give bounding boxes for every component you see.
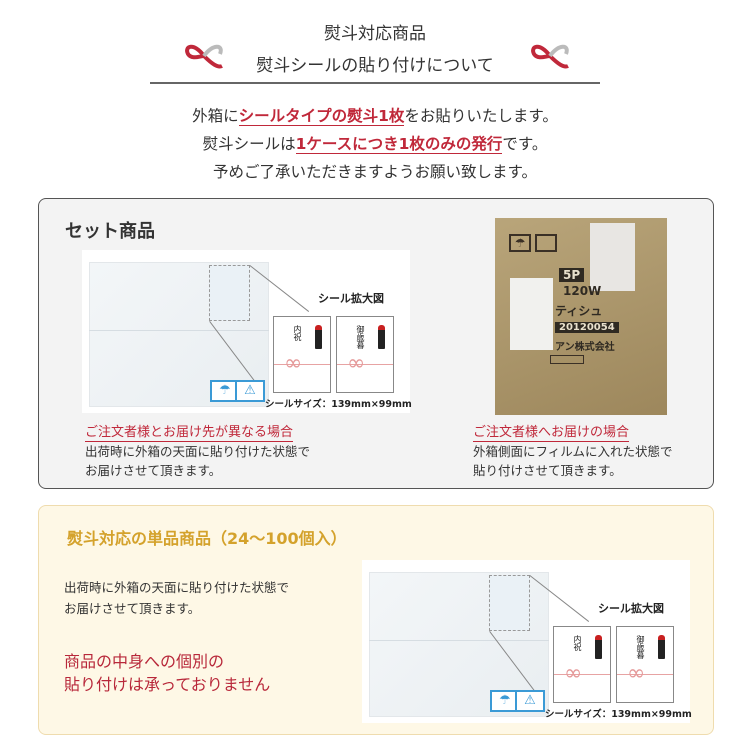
sticker-size: シールサイズ：139mm×99mm xyxy=(545,709,692,720)
case1-caption-text: ご注文者様とお届け先が異なる場合 xyxy=(85,425,294,442)
cord xyxy=(617,674,673,675)
box-print: 5P xyxy=(559,268,585,282)
single-notice-2: 貼り付けは承っておりません xyxy=(64,675,271,694)
zoom-label: シール拡大図 xyxy=(318,292,384,305)
sticker-illustration: ☂ ⚠ シール拡大図 内祝∞ 御歳暮∞ シールサイズ：139mm×99mm xyxy=(82,250,412,413)
sticker-position-marker xyxy=(489,575,530,631)
noshi-icon xyxy=(378,325,385,349)
noshi-icon xyxy=(595,635,602,659)
zoom-label: シール拡大図 xyxy=(598,602,664,615)
cord xyxy=(337,364,393,365)
card-text: 御歳暮 xyxy=(356,325,365,349)
sticker-card-uchiiwai: 内祝 ∞ xyxy=(273,316,331,393)
sticker-card-oseibo: 御歳暮 ∞ xyxy=(616,626,674,703)
fragile-icon: ⚠ xyxy=(515,690,545,712)
single-text-2: お届けさせて頂きます。 xyxy=(64,601,201,616)
single-text-1: 出荷時に外箱の天面に貼り付けた状態で xyxy=(64,580,290,595)
bow-icon: ∞ xyxy=(347,351,366,376)
box-print: アン株式会社 xyxy=(555,342,615,353)
case2-text-1: 外箱側面にフィルムに入れた状態で xyxy=(473,444,673,459)
title-line-1: 熨斗対応商品 xyxy=(324,24,426,44)
intro-highlight: シールタイプの熨斗1枚 xyxy=(238,107,405,126)
card-text: 内祝 xyxy=(293,325,302,341)
package-fold xyxy=(369,640,549,641)
box-photo: ☂ 5P 120W ティシュ 20120054 アン株式会社 xyxy=(495,218,667,415)
intro-text: 熨斗シールは xyxy=(202,135,296,153)
case2-caption: ご注文者様へお届けの場合 xyxy=(473,421,630,442)
bow-icon: ∞ xyxy=(284,351,303,376)
intro-highlight: 1ケースにつき1枚のみの発行 xyxy=(295,135,503,154)
single-products-heading: 熨斗対応の単品商品（24〜100個入） xyxy=(67,529,347,548)
case1-text-1: 出荷時に外箱の天面に貼り付けた状態で xyxy=(85,444,311,459)
case1-text-2: お届けさせて頂きます。 xyxy=(85,463,222,478)
title-line-2: 熨斗シールの貼り付けについて xyxy=(256,56,494,76)
card-text: 御歳暮 xyxy=(636,635,645,659)
cord xyxy=(274,364,330,365)
intro-line-3: 予めご了承いただきますようお願い致します。 xyxy=(213,163,537,181)
noshi-icon xyxy=(658,635,665,659)
box-print: ティシュ xyxy=(555,304,603,318)
intro-text: です。 xyxy=(502,135,548,153)
title-divider xyxy=(150,82,600,84)
shipping-label xyxy=(590,223,635,291)
fragile-icon: ⚠ xyxy=(235,380,265,402)
noshi-icon xyxy=(315,325,322,349)
mizuhiki-ribbon-icon xyxy=(531,44,569,69)
mizuhiki-ribbon-icon xyxy=(185,44,223,69)
cord xyxy=(554,674,610,675)
box-print: 120W xyxy=(563,284,602,298)
box-print: 20120054 xyxy=(555,322,619,333)
case2-text-2: 貼り付けさせて頂きます。 xyxy=(473,463,622,478)
case1-caption: ご注文者様とお届け先が異なる場合 xyxy=(85,421,294,442)
intro-text: をお貼りいたします。 xyxy=(404,107,558,125)
film-sticker xyxy=(510,278,553,350)
fragile-icon xyxy=(535,234,557,252)
sticker-size: シールサイズ：139mm×99mm xyxy=(265,399,412,410)
bow-icon: ∞ xyxy=(564,661,583,686)
intro-line-1: 外箱にシールタイプの熨斗1枚をお貼りいたします。 xyxy=(0,104,750,126)
barcode xyxy=(550,355,584,364)
single-notice-1: 商品の中身への個別の xyxy=(64,652,225,671)
sticker-position-marker xyxy=(209,265,250,321)
set-products-heading: セット商品 xyxy=(65,221,155,242)
sticker-card-uchiiwai: 内祝 ∞ xyxy=(553,626,611,703)
sticker-card-oseibo: 御歳暮 ∞ xyxy=(336,316,394,393)
package-fold xyxy=(89,330,269,331)
sticker-illustration: ☂ ⚠ シール拡大図 内祝∞ 御歳暮∞ シールサイズ：139mm×99mm xyxy=(362,560,692,723)
bow-icon: ∞ xyxy=(627,661,646,686)
case2-caption-text: ご注文者様へお届けの場合 xyxy=(473,425,630,442)
intro-text: 外箱に xyxy=(192,107,239,125)
intro-line-2: 熨斗シールは1ケースにつき1枚のみの発行です。 xyxy=(0,132,750,154)
card-text: 内祝 xyxy=(573,635,582,651)
umbrella-icon: ☂ xyxy=(509,234,531,252)
